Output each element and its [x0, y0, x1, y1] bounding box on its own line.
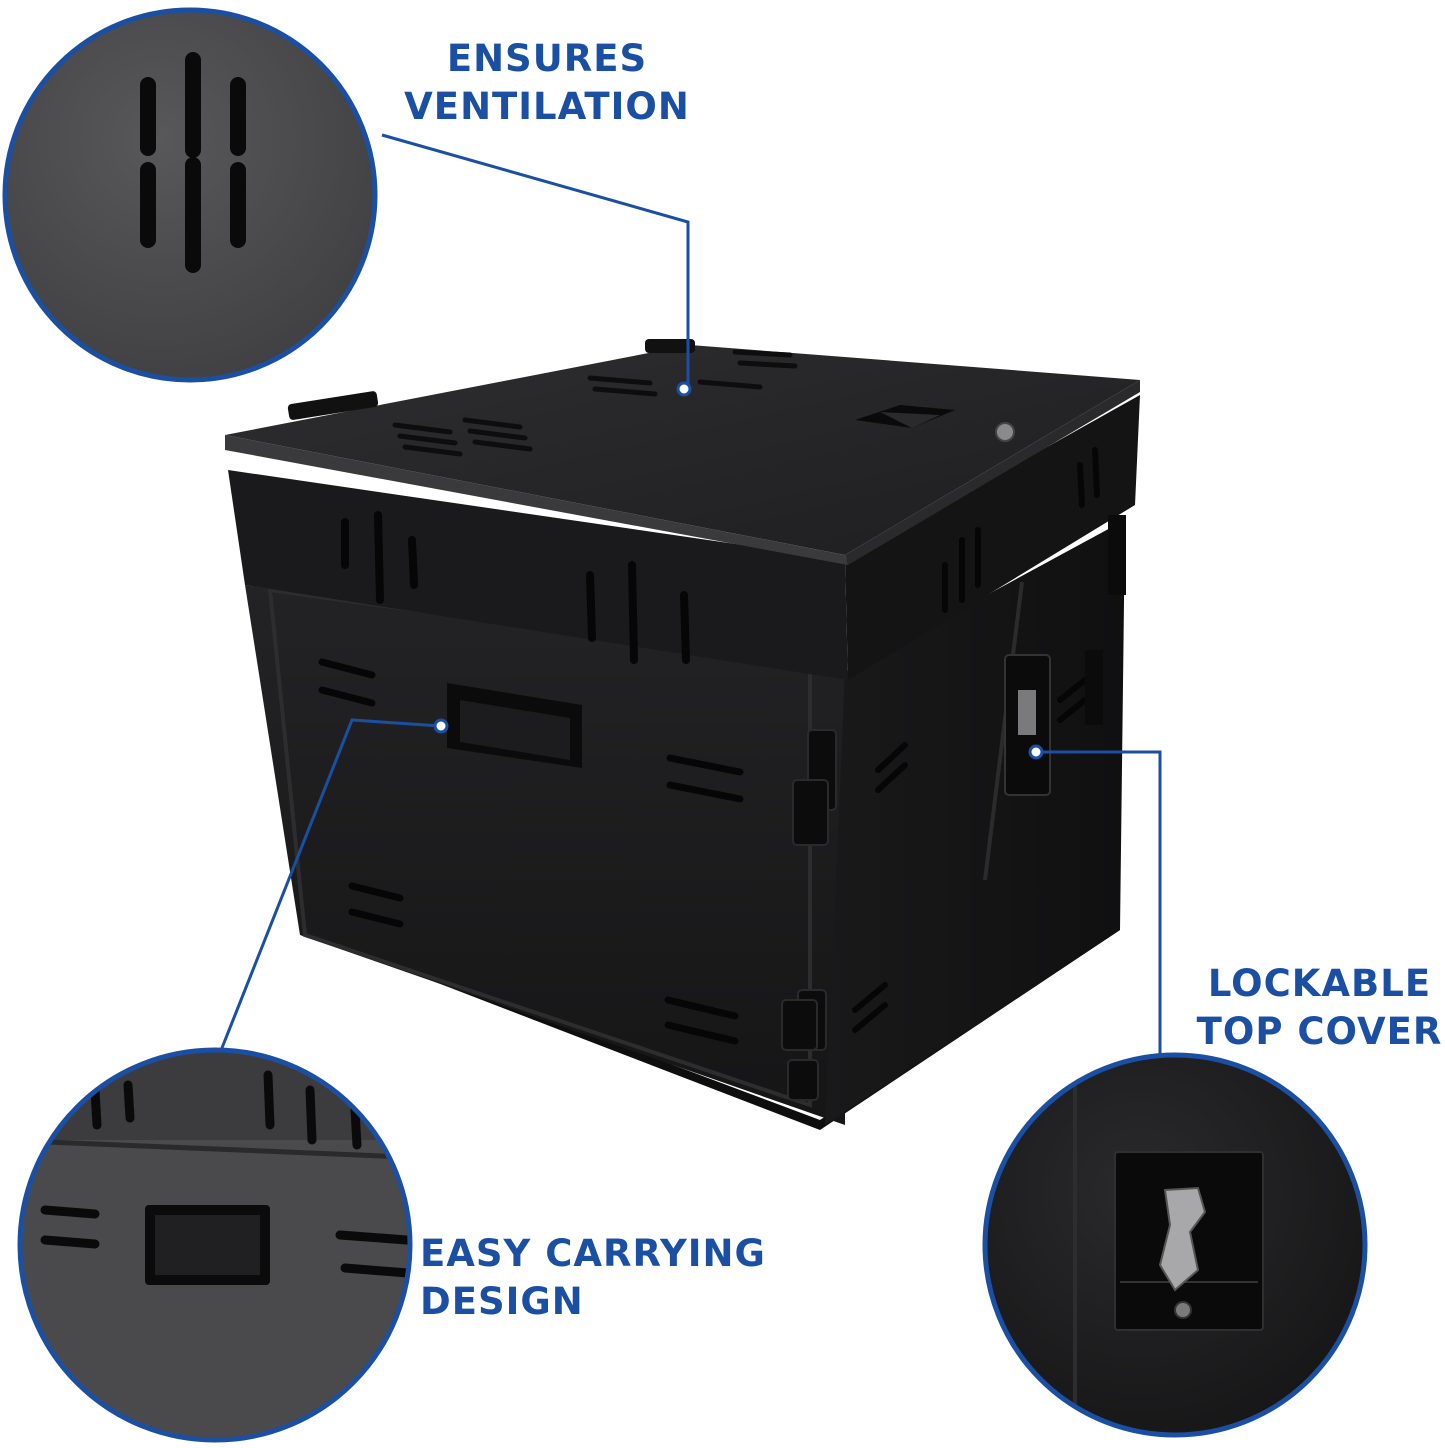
callout-label-ventilation: ENSURES VENTILATION: [392, 35, 702, 131]
zoom-circle-lock: [982, 1052, 1368, 1438]
key-lock: [995, 422, 1015, 442]
lid-top-surface: [225, 345, 1140, 555]
callout-ventilation-line2: VENTILATION: [404, 85, 690, 128]
callout-label-lockable: LOCKABLE TOP COVER: [1192, 960, 1445, 1056]
callout-lines: [216, 133, 1162, 1066]
callout-carrying-line1: EASY CARRYING: [420, 1232, 766, 1275]
callout-carrying-line2: DESIGN: [420, 1280, 584, 1323]
cabinet: [225, 339, 1140, 1130]
cabinet-front-panel: [245, 585, 845, 1125]
zoom-circle-carrying: [17, 1047, 413, 1443]
zoom-circle-ventilation: [2, 7, 378, 383]
callout-lockable-line2: TOP COVER: [1196, 1010, 1443, 1053]
callout-dot-carrying: [433, 718, 449, 734]
callout-lockable-line1: LOCKABLE: [1207, 962, 1432, 1005]
callout-label-carrying: EASY CARRYING DESIGN: [420, 1230, 766, 1326]
callout-ventilation-line1: ENSURES: [446, 37, 648, 80]
lid-front-band: [228, 470, 848, 680]
callout-dot-lock: [1028, 744, 1044, 760]
callout-dot-ventilation: [676, 381, 692, 397]
